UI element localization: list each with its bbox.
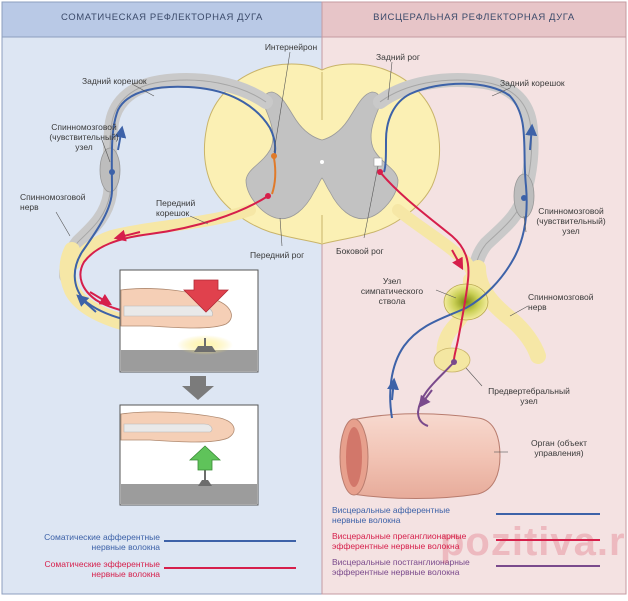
visceral-preganglionic-path: [379, 171, 470, 361]
label-spinal-nerve-left: Спинномозговой нерв: [20, 192, 86, 212]
label-lateral-horn: Боковой рог: [336, 246, 384, 256]
right-header: ВИСЦЕРАЛЬНАЯ РЕФЛЕКТОРНАЯ ДУГА: [373, 12, 575, 23]
visceral-afferent-path: [383, 82, 528, 419]
interneuron-soma: [271, 153, 277, 159]
label-dorsal-horn: Задний рог: [376, 52, 420, 62]
legend-somatic-efferent: Соматические эфферентные нервные волокна: [44, 559, 160, 579]
right-header-bar: [321, 1, 627, 38]
legend-visceral-postganglionic: Висцеральные постганглионарные эфферентн…: [332, 557, 470, 577]
label-anterior-horn: Передний рог: [250, 250, 305, 260]
label-dorsal-root-right: Задний корешок: [500, 78, 565, 88]
somatic-efferent-arrow-2: [89, 291, 113, 306]
label-spinal-ganglion-right: Спинномозговой (чувствительный) узел: [536, 206, 606, 236]
table-surface: [121, 350, 257, 371]
label-spinal-ganglion-left: Спинномозговой (чувствительный) узел: [49, 122, 119, 152]
pin-base-2: [198, 480, 212, 486]
central-canal: [320, 160, 324, 164]
label-interneuron: Интернейрон: [264, 42, 318, 52]
leader-lines: [55, 51, 529, 453]
organ-body: [351, 413, 501, 499]
right-dorsal-root-outline: [379, 79, 533, 281]
visceral-afferent-arrow-2: [387, 377, 400, 401]
label-anterior-root: Передний корешок: [156, 198, 196, 218]
pressure-arrow-down: [183, 279, 229, 313]
label-dorsal-root-left: Задний корешок: [82, 76, 147, 86]
lateral-horn-marker: [373, 157, 383, 167]
watermark: pozitiva.ru: [440, 520, 628, 564]
visceral-afferent-arrow: [525, 123, 538, 151]
visceral-preganglionic-soma: [377, 169, 383, 175]
left-spinal-nerve: [59, 242, 130, 330]
organ-lumen: [346, 427, 362, 487]
somatic-afferent-soma: [109, 169, 115, 175]
left-header-bar: [1, 1, 323, 38]
legend-somatic-afferent: Соматические афферентные нервные волокна: [44, 532, 160, 552]
visceral-afferent-soma: [521, 195, 527, 201]
right-spinal-nerve: [470, 260, 546, 364]
label-prevertebral-ganglion: Предвертебральный узел: [488, 386, 570, 406]
somatic-efferent-arrow: [113, 229, 141, 242]
transition-arrow-icon: [182, 376, 214, 400]
left-dorsal-root-outline: [65, 79, 267, 277]
label-spinal-nerve-right: Спинномозговой нерв: [528, 292, 594, 312]
table-surface-2: [121, 484, 257, 504]
label-sympathetic-ganglion: Узел симпатического ствола: [360, 276, 424, 306]
visceral-postganglionic-arrow: [418, 389, 433, 408]
finger-bones-2: [123, 423, 213, 433]
legend-visceral-afferent: Висцеральные афферентные нервные волокна: [332, 505, 450, 525]
sympathetic-ganglion: [443, 283, 489, 321]
interneuron-path: [271, 157, 277, 195]
label-organ: Орган (объект управления): [531, 438, 587, 458]
finger-bones-1: [123, 305, 213, 317]
somatic-afferent-arrow-2: [76, 294, 97, 313]
visceral-postganglionic-soma: [451, 359, 457, 365]
withdrawal-arrow-up: [188, 445, 222, 471]
visceral-postganglionic-path: [416, 361, 455, 427]
somatic-efferent-path: [79, 195, 269, 321]
somatic-efferent-soma: [265, 193, 271, 199]
legend-visceral-preganglionic: Висцеральные преганглионарные эфферентны…: [332, 531, 467, 551]
pin-base: [194, 346, 216, 352]
visceral-preganglionic-arrow: [451, 249, 464, 271]
left-header: СОМАТИЧЕСКАЯ РЕФЛЕКТОРНАЯ ДУГА: [61, 12, 263, 23]
somatic-afferent-arrow: [114, 125, 127, 151]
